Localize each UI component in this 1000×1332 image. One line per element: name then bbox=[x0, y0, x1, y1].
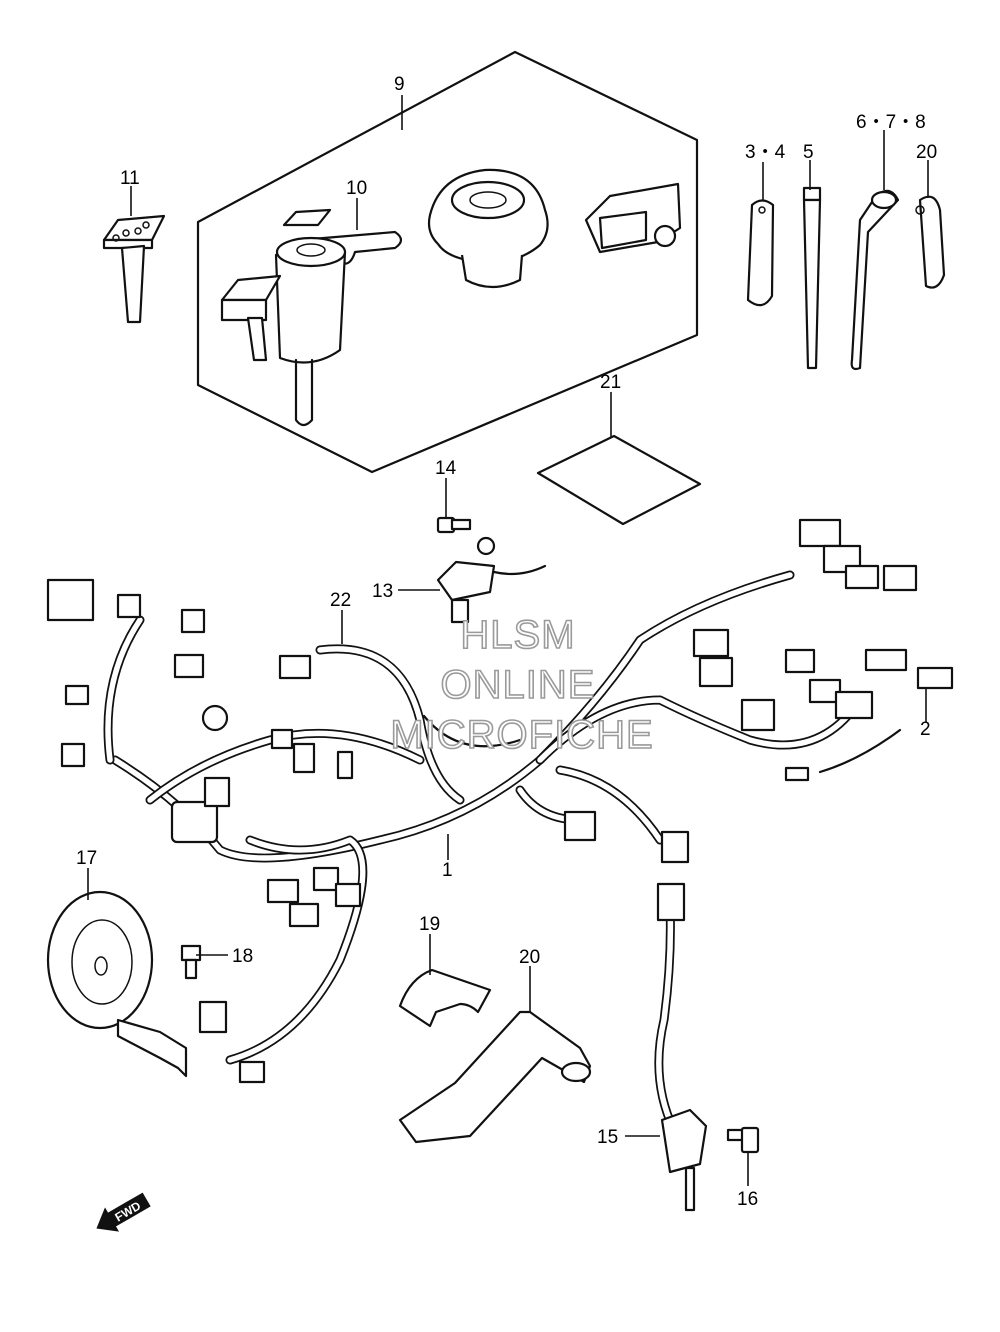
clamp-20 bbox=[915, 195, 946, 289]
cable-tie-5 bbox=[802, 186, 822, 370]
callout-1: 1 bbox=[442, 860, 453, 881]
leader-lines bbox=[87, 95, 929, 1186]
horn-16 bbox=[46, 890, 188, 1078]
callout-10: 10 bbox=[346, 178, 367, 199]
fuel-cap bbox=[427, 168, 549, 289]
bolt-15 bbox=[726, 1126, 760, 1154]
ignition-switch bbox=[220, 208, 403, 427]
forward-direction-arrow: FWD bbox=[96, 1192, 151, 1232]
callout-3-4: 3・4 bbox=[745, 142, 786, 163]
spare-key bbox=[102, 214, 166, 324]
callout-11: 11 bbox=[120, 168, 140, 189]
bracket-19 bbox=[398, 1010, 592, 1144]
switch-12 bbox=[436, 536, 547, 624]
callout-17: 18 bbox=[232, 946, 253, 967]
callout-5: 5 bbox=[803, 142, 814, 163]
bolt-17 bbox=[180, 944, 202, 980]
callout-13: 14 bbox=[435, 458, 457, 479]
ignition-kit-box bbox=[196, 50, 699, 474]
cable-tie-6-7-8 bbox=[850, 189, 900, 371]
watermark-line-1: HLSM bbox=[460, 613, 575, 657]
seat-lock bbox=[584, 182, 682, 254]
callout-9: 9 bbox=[394, 74, 405, 95]
callout-18: 19 bbox=[419, 914, 440, 935]
callout-labels: 9 10 11 3・4 5 6・7・8 20 21 14 13 22 2 1 1… bbox=[76, 74, 937, 1210]
callout-19: 20 bbox=[519, 947, 540, 968]
callout-16: 17 bbox=[76, 848, 97, 869]
main-wiring-harness bbox=[46, 518, 954, 1084]
callout-15: 16 bbox=[737, 1189, 758, 1210]
callout-21: 21 bbox=[600, 372, 621, 393]
callout-12: 13 bbox=[372, 581, 393, 602]
callout-6-7-8: 6・7・8 bbox=[856, 112, 926, 133]
bolt-13 bbox=[436, 516, 472, 534]
callout-20: 20 bbox=[916, 142, 937, 163]
clamp-3-4 bbox=[746, 199, 775, 307]
callout-14: 15 bbox=[597, 1127, 618, 1148]
cover-18 bbox=[398, 968, 492, 1028]
callout-2: 2 bbox=[920, 719, 931, 740]
watermark-line-2: ONLINE bbox=[441, 663, 596, 707]
callout-22: 22 bbox=[330, 590, 351, 611]
sensor-14 bbox=[654, 882, 708, 1212]
label-sheet-21 bbox=[536, 434, 702, 526]
watermark: HLSM ONLINE MICROFICHE bbox=[390, 612, 654, 758]
watermark-line-3: MICROFICHE bbox=[390, 713, 653, 757]
